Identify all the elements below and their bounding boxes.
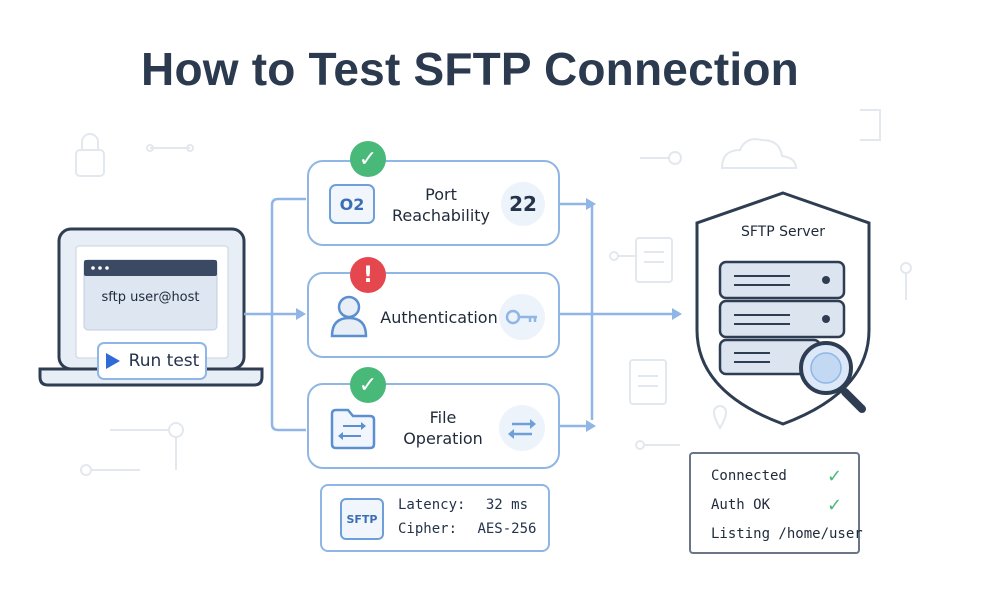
check-icon: ✓ <box>827 495 843 516</box>
check-icon: ✓ <box>827 466 843 487</box>
status-ok-icon: ✓ <box>350 367 386 403</box>
transfer-arrows-icon <box>499 405 545 451</box>
result-connected: Connected <box>711 468 787 484</box>
check-label: Authentication <box>380 308 498 327</box>
server-label: SFTP Server <box>740 224 826 240</box>
key-icon <box>499 294 545 340</box>
run-test-label: Run test <box>128 351 200 371</box>
connection-stats-panel: SFTP Latency: 32 ms Cipher: AES-256 <box>320 484 550 552</box>
check-card-port-reachability: O2 Port Reachability 22 <box>307 160 560 246</box>
play-icon <box>105 353 120 369</box>
result-listing: Listing /home/user <box>711 526 863 542</box>
port-number-badge: 22 <box>501 182 545 226</box>
connector-arrows <box>296 198 682 432</box>
user-icon <box>330 295 368 338</box>
page-title: How to Test SFTP Connection <box>141 43 799 95</box>
status-warning-icon: ! <box>350 257 386 293</box>
status-ok-icon: ✓ <box>350 141 386 177</box>
cipher-label: Cipher: <box>398 521 458 537</box>
check-label: File Operation <box>403 408 483 448</box>
laptop-icon <box>38 227 264 387</box>
latency-value: 32 ms <box>485 497 529 513</box>
connector-lines <box>244 197 672 432</box>
check-card-authentication: Authentication <box>307 272 560 358</box>
port-icon-text: O2 <box>339 194 365 214</box>
latency-label: Latency: <box>398 497 466 513</box>
command-text: sftp user@host <box>101 290 200 305</box>
magnifier-icon <box>799 341 866 413</box>
check-label: Port Reachability <box>391 185 491 225</box>
port-o2-icon: O2 <box>329 184 375 224</box>
cipher-value: AES-256 <box>477 521 537 537</box>
sftp-badge-text: SFTP <box>346 512 378 526</box>
folder-transfer-icon <box>330 408 376 450</box>
results-panel: Connected ✓ Auth OK ✓ Listing /home/user <box>689 452 863 554</box>
background-decoration <box>75 109 912 476</box>
check-card-file-operation: File Operation <box>307 383 560 469</box>
sftp-file-icon: SFTP <box>340 498 384 540</box>
result-auth-ok: Auth OK <box>711 497 771 513</box>
run-test-button[interactable]: Run test <box>97 342 207 380</box>
